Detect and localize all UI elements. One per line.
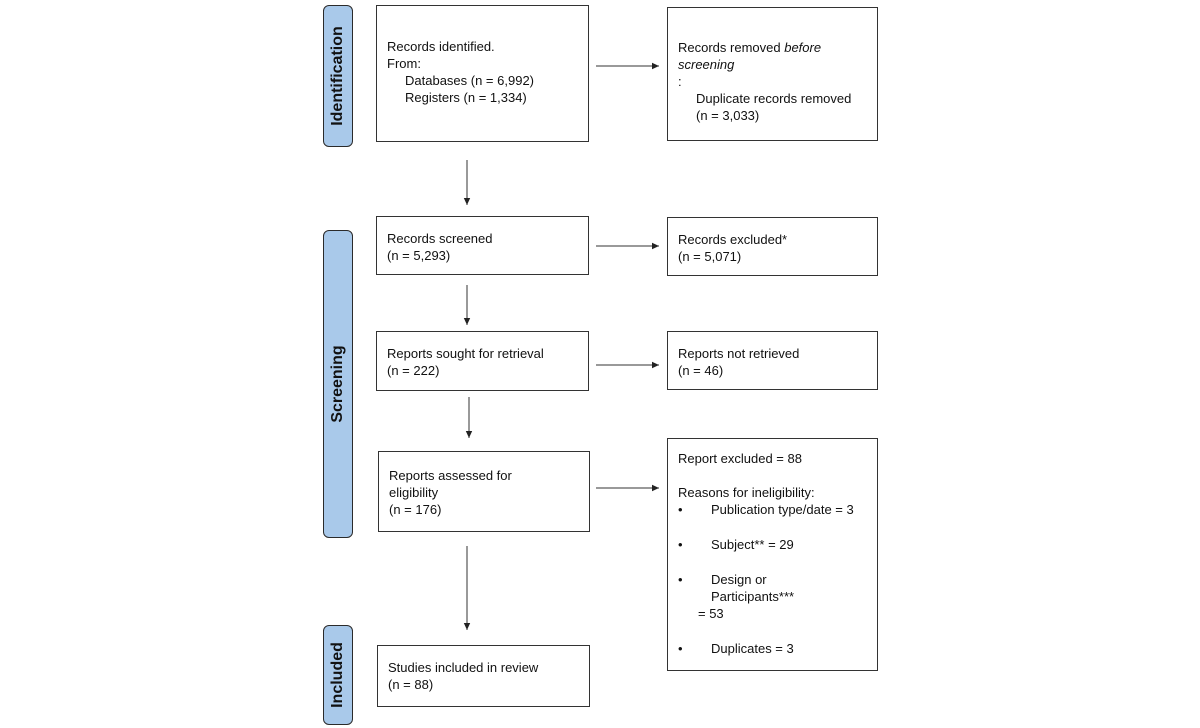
records-screened-box: Records screened (n = 5,293) xyxy=(376,216,589,275)
text: = 53 xyxy=(698,606,724,621)
text: Subject** = 29 xyxy=(711,537,794,552)
phase-label-included: Included xyxy=(323,625,353,725)
reports-excluded-box: Report excluded = 88 Reasons for ineligi… xyxy=(667,438,878,671)
text: (n = 88) xyxy=(388,677,434,692)
phase-label-identification: Identification xyxy=(323,5,353,147)
bullet: • xyxy=(678,537,683,552)
text: (n = 46) xyxy=(678,363,724,378)
text: (n = 3,033) xyxy=(696,108,760,123)
records-identified-box: Records identified. From: Databases (n =… xyxy=(376,5,589,142)
text: Reports not retrieved xyxy=(678,346,800,361)
studies-included-box: Studies included in review (n = 88) xyxy=(377,645,590,707)
bullet: • xyxy=(678,641,683,656)
text: Duplicates = 3 xyxy=(711,641,794,656)
phase-label-screening: Screening xyxy=(323,230,353,538)
reports-sought-box: Reports sought for retrieval (n = 222) xyxy=(376,331,589,391)
text: : xyxy=(678,74,682,89)
text: (n = 176) xyxy=(389,502,442,517)
text: (n = 222) xyxy=(387,363,440,378)
records-removed-box: Records removed before screening : Dupli… xyxy=(667,7,878,141)
text: Reports assessed for eligibility xyxy=(389,468,512,500)
text: Reasons for ineligibility: xyxy=(678,485,815,500)
text: Records identified. xyxy=(387,39,495,54)
text: Records excluded* xyxy=(678,232,788,247)
text: Studies included in review xyxy=(388,660,539,675)
text: (n = 5,293) xyxy=(387,248,451,263)
records-excluded-box: Records excluded* (n = 5,071) xyxy=(667,217,878,276)
reports-assessed-box: Reports assessed for eligibility (n = 17… xyxy=(378,451,590,532)
reason-item: • Duplicates = 3 xyxy=(678,640,867,657)
text: Report excluded = 88 xyxy=(678,451,802,466)
text: Design or Participants*** xyxy=(711,572,795,604)
text: Duplicate records removed xyxy=(696,91,852,106)
text: Publication type/date = 3 xyxy=(711,502,854,517)
text: From: xyxy=(387,56,421,71)
reports-not-retrieved-box: Reports not retrieved (n = 46) xyxy=(667,331,878,390)
text: Databases (n = 6,992) xyxy=(405,73,534,88)
reason-item: • Publication type/date = 3 xyxy=(678,501,867,518)
text: Records removed before screening xyxy=(678,40,822,72)
text: (n = 5,071) xyxy=(678,249,742,264)
bullet: • xyxy=(678,502,683,517)
reason-item: • Subject** = 29 xyxy=(678,536,867,553)
bullet: • xyxy=(678,572,683,587)
text: Records screened xyxy=(387,231,493,246)
text: Registers (n = 1,334) xyxy=(405,90,527,105)
text: Reports sought for retrieval xyxy=(387,346,544,361)
reason-item: • Design or Participants*** xyxy=(678,571,867,605)
